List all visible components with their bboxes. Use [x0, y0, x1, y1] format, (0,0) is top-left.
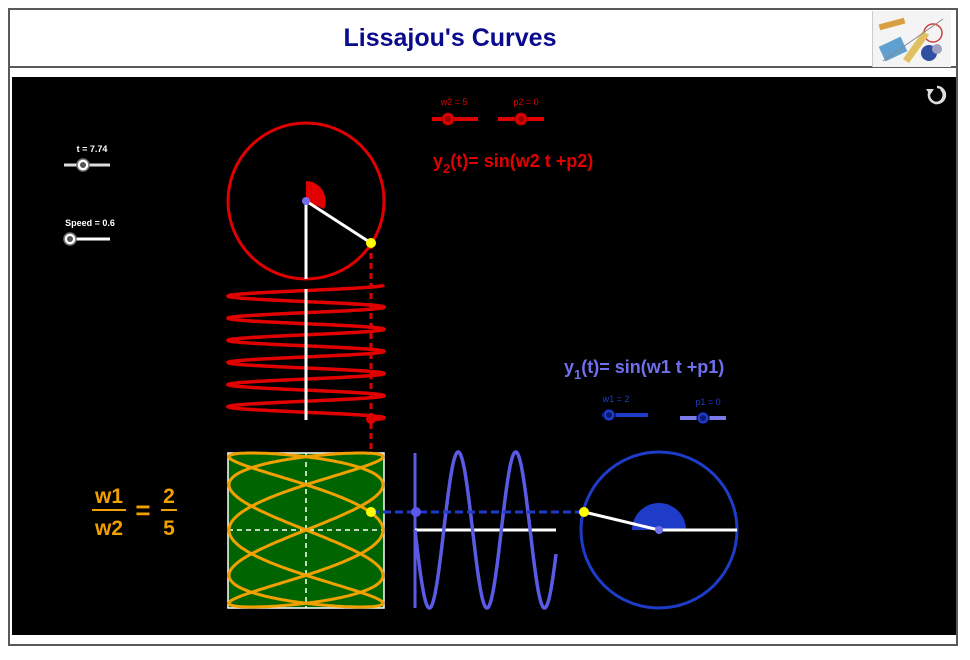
page-title: Lissajou's Curves — [343, 24, 557, 52]
speed-slider[interactable]: Speed = 0.6 — [63, 218, 115, 246]
p2-slider-label: p2 = 0 — [513, 97, 538, 107]
y1-circle-center[interactable] — [655, 526, 663, 534]
y2-formula: y2(t)= sin(w2 t +p2) — [433, 151, 593, 176]
header: Lissajou's Curves — [10, 10, 956, 68]
y2-wave — [225, 283, 387, 422]
w1-slider-label: w1 = 2 — [602, 394, 630, 404]
w2-slider-label: w2 = 5 — [440, 97, 468, 107]
reset-icon[interactable] — [926, 85, 947, 105]
y1-formula: y1(t)= sin(w1 t +p1) — [564, 357, 724, 382]
ratio-equals: = — [135, 495, 150, 525]
y2-wave-point — [366, 414, 376, 424]
ratio-numerator-w1: w1 — [94, 485, 123, 508]
w2-slider[interactable]: w2 = 5 — [432, 97, 478, 126]
lissajous-applet[interactable]: t = 7.74 Speed = 0.6 w2 = 5 p — [12, 77, 956, 635]
ratio-numerator-2: 2 — [163, 485, 175, 508]
lissajous-plot — [227, 451, 385, 609]
y1-circle-point[interactable] — [579, 507, 589, 517]
y2-circle — [226, 121, 386, 281]
geometry-tools-logo-icon — [872, 11, 953, 67]
p2-slider[interactable]: p2 = 0 — [498, 97, 544, 126]
app-frame: Lissajou's Curves t = — [8, 8, 958, 646]
ratio-denominator-w2: w2 — [94, 517, 123, 540]
p1-slider[interactable]: p1 = 0 — [680, 397, 726, 425]
t-slider-label: t = 7.74 — [77, 144, 108, 154]
y1-wave — [413, 450, 558, 610]
y2-circle-center[interactable] — [302, 197, 310, 205]
y1-wave-point — [411, 507, 421, 517]
speed-slider-label: Speed = 0.6 — [65, 218, 115, 228]
y1-circle — [579, 450, 739, 610]
p1-slider-label: p1 = 0 — [695, 397, 720, 407]
ratio-denominator-5: 5 — [163, 517, 175, 540]
w1-slider[interactable]: w1 = 2 — [602, 394, 648, 422]
t-slider[interactable]: t = 7.74 — [64, 144, 110, 172]
lissajous-point — [366, 507, 376, 517]
y2-circle-point[interactable] — [366, 238, 376, 248]
frequency-ratio: w1 w2 = 2 5 — [92, 485, 177, 540]
